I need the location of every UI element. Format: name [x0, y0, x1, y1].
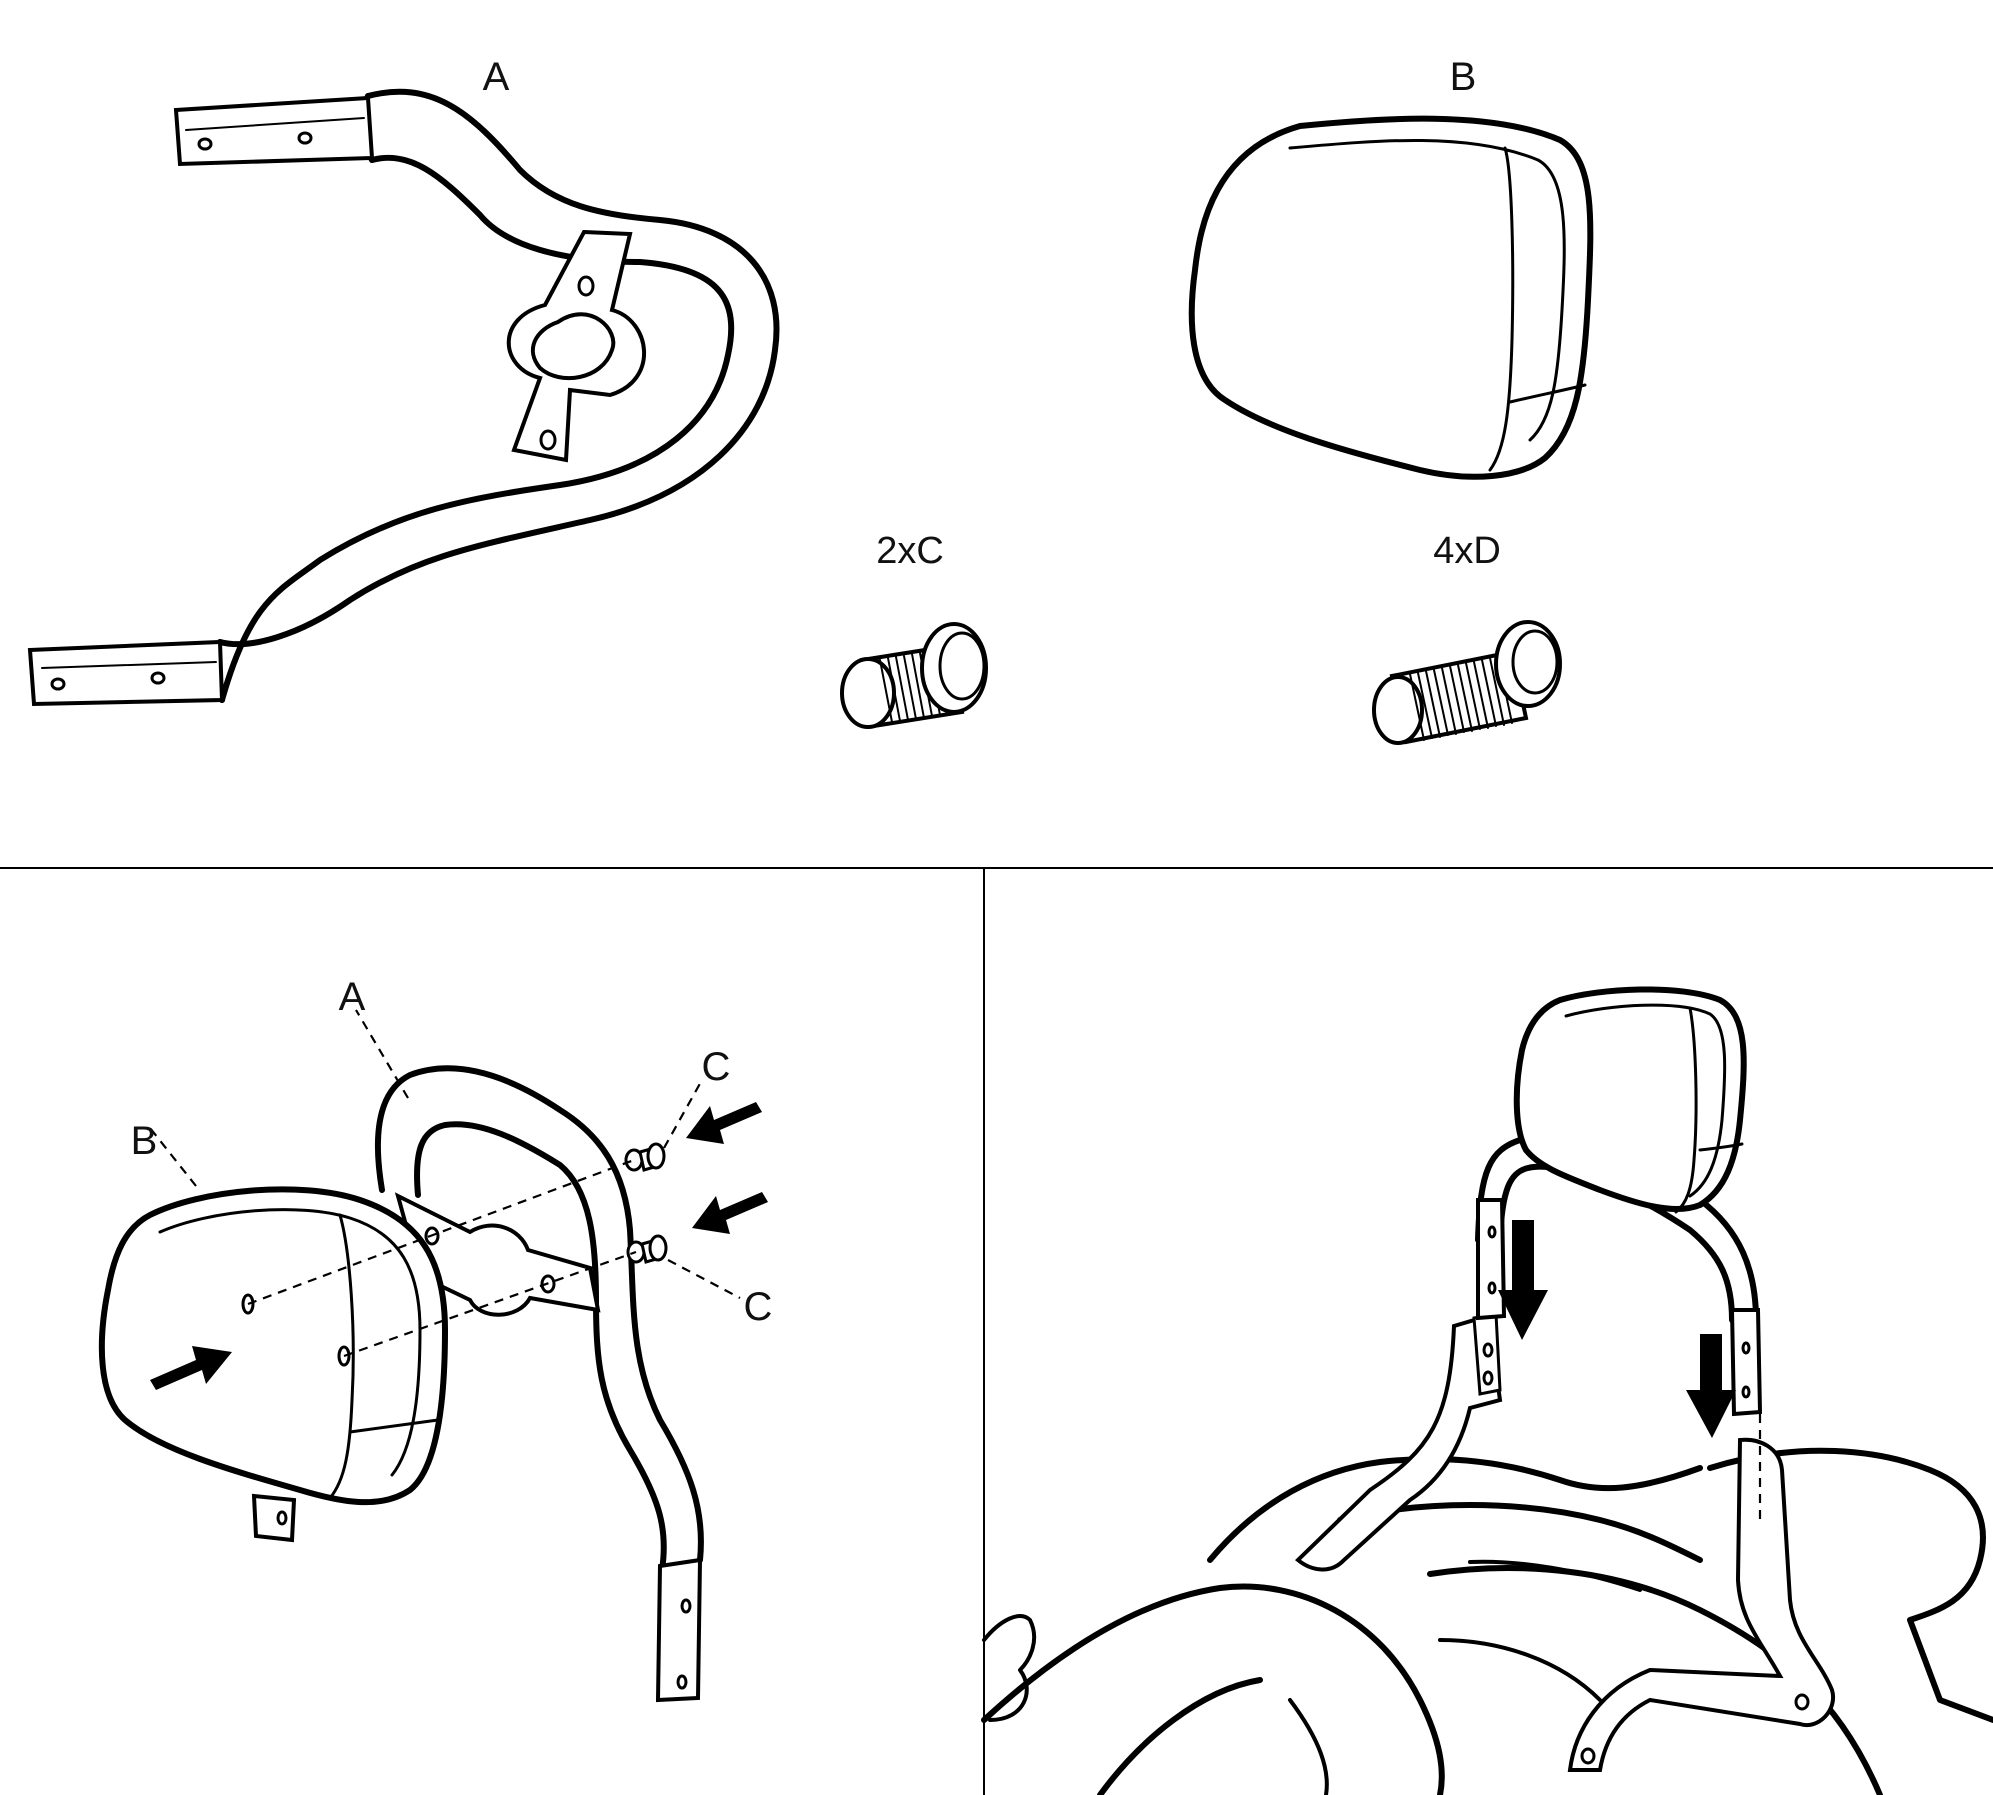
bolt-long-icon — [1372, 620, 1562, 745]
insert-arrow-icon — [686, 1102, 762, 1144]
step1-label-b: B — [131, 1119, 158, 1163]
backrest-frame-icon — [374, 1065, 704, 1703]
bolt-c-quantity: 2xC — [876, 530, 944, 572]
step1-label-a: A — [339, 975, 366, 1019]
bolt-short-icon — [840, 622, 988, 729]
insert-arrow-icon — [1686, 1334, 1736, 1438]
step1-label-c-lower: C — [744, 1285, 773, 1329]
bolt-short-icon — [624, 1142, 666, 1172]
pad-label: B — [1450, 55, 1477, 99]
frame-label: A — [483, 55, 510, 99]
right-seat-bracket — [1567, 1437, 1836, 1772]
step-1-panel: A B C C — [98, 975, 773, 1703]
backrest-pad-icon — [1513, 986, 1747, 1214]
insert-arrow-icon — [1498, 1220, 1548, 1340]
step-2-panel — [981, 986, 1993, 1795]
bolt-d-quantity: 4xD — [1433, 530, 1501, 572]
backrest-frame-icon — [27, 88, 780, 707]
step1-label-c-upper: C — [702, 1045, 731, 1089]
bolt-short-icon — [626, 1234, 668, 1264]
backrest-frame-icon — [1475, 1135, 1763, 1417]
insert-arrow-icon — [692, 1192, 768, 1234]
backrest-pad-icon — [1188, 115, 1594, 480]
insert-arrow-icon — [150, 1346, 232, 1390]
motorcycle-seat-icon — [981, 1447, 1993, 1795]
parts-overview: A B 2xC — [27, 55, 1594, 745]
left-seat-bracket — [1295, 1312, 1503, 1572]
backrest-pad-icon — [98, 1186, 449, 1543]
